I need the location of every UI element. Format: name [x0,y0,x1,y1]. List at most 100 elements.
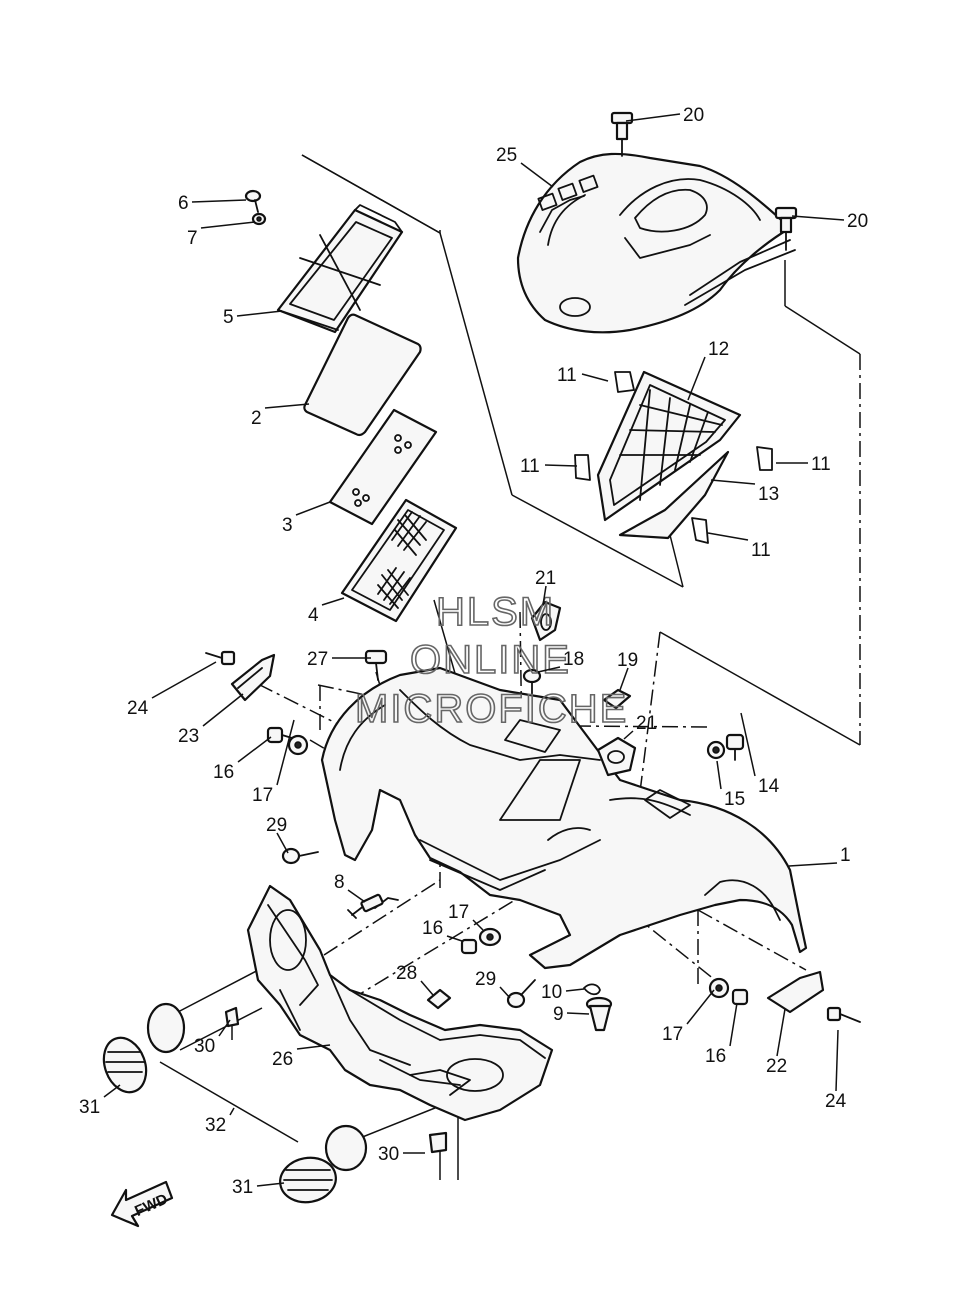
callout-leader [835,1029,839,1092]
callout-c-11b: 11 [520,456,578,477]
callout-number: 14 [758,776,780,797]
callout-number: 29 [266,815,287,836]
rivet-24b [826,1006,861,1023]
callout-c-28: 28 [396,963,434,996]
callout-number: 11 [557,365,577,386]
callout-c-22: 22 [766,1008,787,1077]
headlight-31b [279,1156,337,1204]
callout-c-31a: 31 [79,1084,121,1118]
nut-19 [602,688,632,710]
callout-c-21a: 21 [535,568,556,606]
callout-number: 6 [178,193,189,214]
front-top-cover [516,152,796,334]
screw-top [610,111,634,157]
callout-c-29a: 29 [266,815,289,854]
callout-c-23: 23 [178,693,244,747]
lens-32a [146,1002,186,1054]
callout-c-32: 32 [205,1107,235,1136]
callout-c-11c: 11 [776,454,831,475]
callout-number: 2 [251,408,262,429]
callout-number: 23 [178,726,199,747]
front-fender [320,666,808,970]
callout-number: 3 [282,515,293,536]
part-10 [583,983,601,996]
washer-15 [706,740,726,760]
callout-c-1: 1 [788,845,851,867]
filter-pad [303,313,422,437]
callout-leader [520,162,554,188]
callout-leader [276,832,289,854]
callout-number: 10 [541,982,562,1003]
grommet-9 [585,996,613,1032]
callout-leader [625,113,681,122]
callout-leader [687,356,706,401]
callout-leader [566,1012,590,1015]
callout-number: 21 [535,568,556,589]
callout-c-18: 18 [537,649,584,673]
washer-17c [708,977,730,999]
bolt-16c [731,988,749,1006]
callout-leader [103,1084,121,1098]
callout-number: 8 [334,872,345,893]
callout-leader [716,760,722,790]
callout-c-11d: 11 [707,532,771,561]
callout-leader [218,1019,231,1037]
callout-leader [710,479,756,485]
callout-number: 22 [766,1056,787,1077]
clip-11a [614,371,635,393]
callout-c-15: 15 [716,760,745,810]
callout-leader [707,532,749,541]
bracket-22 [766,970,825,1014]
callout-number: 20 [683,105,704,126]
callout-leader [151,661,217,699]
clip-30b [428,1131,448,1154]
callout-number: 9 [553,1004,564,1025]
damper-21b [596,736,637,777]
callout-leader [191,199,247,203]
callout-number: 4 [308,605,319,626]
callout-number: 17 [252,785,273,806]
bracket-23 [230,653,276,702]
washer-7 [251,212,267,226]
callout-leader [200,221,256,229]
callout-c-12: 12 [687,339,729,401]
harness-8 [347,893,399,919]
front-lower-cover [246,884,554,1122]
clip-11d [691,517,709,544]
callout-c-24a: 24 [127,661,217,719]
callout-leader [321,597,345,606]
callout-c-17a: 17 [252,719,295,806]
callout-number: 24 [127,698,149,719]
callout-leader [237,736,272,763]
screw-29b [506,979,536,1009]
callout-number: 30 [194,1036,215,1057]
fwd-arrow-icon: FWD [110,1180,174,1228]
lens-32b [324,1124,368,1172]
callout-c-19: 19 [617,650,638,691]
clip-11b [574,454,591,481]
callout-number: 16 [422,918,443,939]
screw-18 [522,668,542,695]
callout-number: 13 [758,484,779,505]
callout-leader [276,719,295,786]
callout-c-16c: 16 [705,1002,738,1067]
callout-c-4: 4 [308,597,345,626]
callout-c-20a: 20 [625,105,704,126]
callout-number: 7 [187,228,198,249]
callout-leader [791,215,845,221]
callout-number: 15 [724,789,745,810]
callout-number: 31 [232,1177,253,1198]
callout-leader [544,464,578,467]
callout-number: 5 [223,307,234,328]
callout-number: 21 [636,713,657,734]
callout-c-14: 14 [740,712,780,797]
callout-leader [236,310,283,317]
callout-number: 27 [307,649,328,670]
bolt-27 [364,649,388,681]
callout-c-27: 27 [307,649,371,670]
callout-number: 18 [563,649,584,670]
callout-leader [229,1107,235,1116]
callout-c-5: 5 [223,307,283,328]
